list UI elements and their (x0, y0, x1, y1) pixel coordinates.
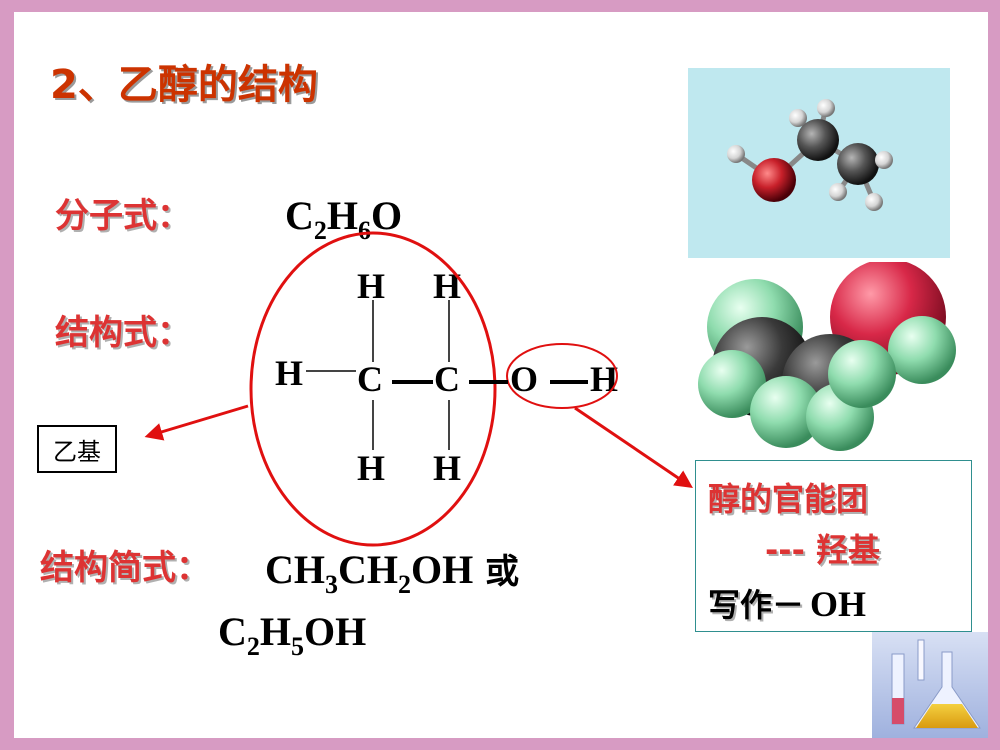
condensed-formula-line-2: C2H5OH (218, 609, 367, 661)
ethyl-label: 乙基 (53, 437, 101, 466)
atom-o: O (510, 359, 539, 399)
atom-h-left: H (275, 353, 304, 393)
atom-h-top-2: H (433, 266, 462, 306)
slide-title: 2、乙醇的结构 (50, 62, 318, 108)
condensed-formula-line-1: CH3CH2OH 或 (265, 547, 520, 599)
ethyl-label-box: 乙基 (37, 425, 117, 473)
atom-c-2: C (434, 359, 460, 399)
atom-h-right: H (590, 359, 619, 399)
functional-group-box (695, 460, 972, 632)
molecular-formula: C2H6O (285, 193, 403, 245)
ball-stick-model-image (688, 68, 950, 258)
molecular-formula-label: 分子式： (55, 196, 191, 236)
functional-group-title: 醇的官能团 (708, 480, 869, 518)
space-filling-model-image (698, 262, 956, 451)
condensed-formula-label: 结构简式： (40, 548, 210, 588)
lab-glassware-image (872, 632, 988, 738)
structural-formula-label: 结构式： (55, 313, 191, 353)
atom-c-1: C (357, 359, 383, 399)
functional-group-name: --- 羟基 (765, 531, 880, 569)
atom-h-top-1: H (357, 266, 386, 306)
atom-h-bottom-2: H (433, 448, 462, 488)
functional-group-notation: 写作－OH (708, 584, 867, 624)
atom-h-bottom-1: H (357, 448, 386, 488)
